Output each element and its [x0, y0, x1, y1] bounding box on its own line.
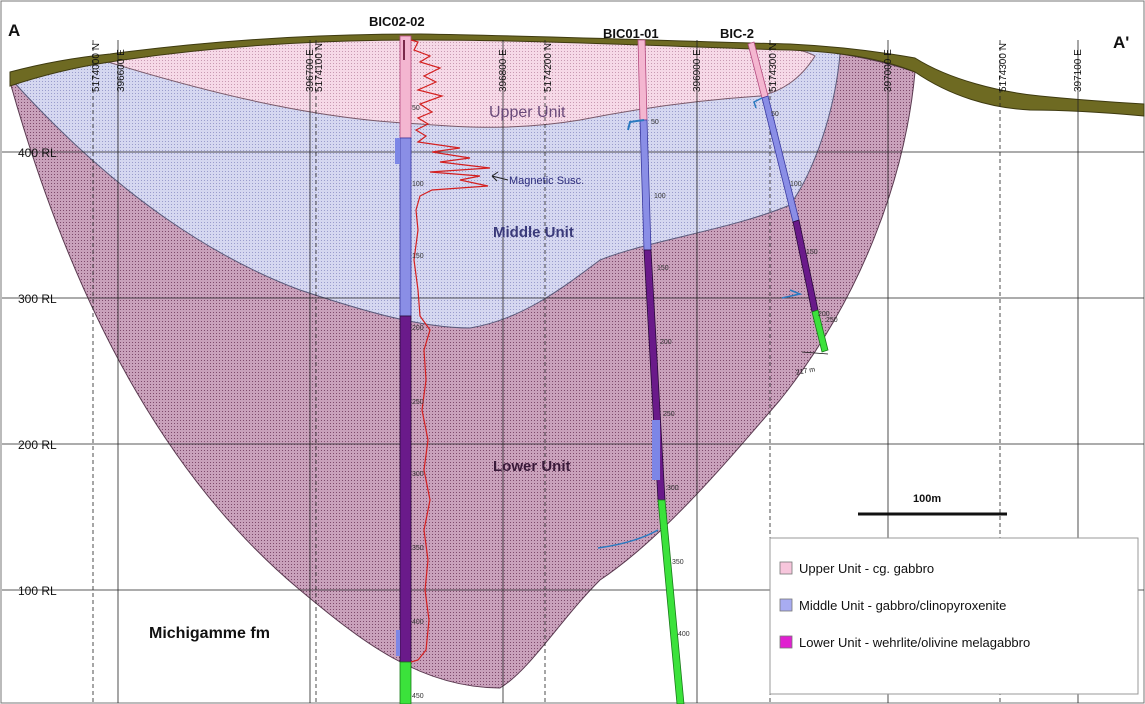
grid-label: 396600 E [116, 49, 127, 92]
legend-swatch-middle [779, 598, 793, 612]
hole-label-bic02-02: BIC02-02 [369, 14, 425, 29]
grid-label: 5174100 N [314, 43, 325, 92]
depth-tick: 350 [412, 545, 424, 552]
legend-item-lower: Lower Unit - wehrlite/olivine melagabbro [779, 635, 1030, 650]
rl-labels: 400 RL 300 RL 200 RL 100 RL [18, 146, 57, 598]
middle-unit-label: Middle Unit [493, 224, 574, 241]
legend: Upper Unit - cg. gabbro Middle Unit - ga… [769, 537, 1139, 695]
scale-bar-label: 100m [913, 493, 941, 505]
section-end-right: A' [1113, 33, 1129, 52]
legend-item-upper: Upper Unit - cg. gabbro [779, 561, 934, 576]
legend-label-upper: Upper Unit - cg. gabbro [799, 561, 934, 576]
depth-tick: 50 [771, 111, 779, 118]
grid-label: 397000 E [883, 49, 894, 92]
rl-label-100: 100 RL [18, 584, 57, 598]
hole-label-bic01-01: BIC01-01 [603, 26, 659, 41]
grid-label: 396900 E [692, 49, 703, 92]
depth-tick: 250 [412, 399, 424, 406]
depth-tick: 50 [412, 105, 420, 112]
grid-label: 5174000 N [91, 43, 102, 92]
depth-tick: 450 [412, 693, 424, 700]
depth-tick: 300 [412, 471, 424, 478]
rl-label-400: 400 RL [18, 146, 57, 160]
depth-tick: 100 [412, 181, 424, 188]
grid-label: 5174200 N [543, 43, 554, 92]
legend-swatch-upper [779, 561, 793, 575]
magnetic-susc-annotation: Magnetic Susc. [509, 175, 584, 187]
legend-swatch-lower [779, 635, 793, 649]
legend-label-middle: Middle Unit - gabbro/clinopyroxenite [799, 598, 1006, 613]
depth-tick: 50 [651, 119, 659, 126]
grid-label: 5174300 N [998, 43, 1009, 92]
legend-item-middle: Middle Unit - gabbro/clinopyroxenite [779, 598, 1006, 613]
grid-coordinate-labels: 5174000 N 396600 E 396700 E 5174100 N 39… [91, 43, 1084, 92]
depth-tick: 400 [678, 631, 690, 638]
upper-unit-label: Upper Unit [489, 104, 566, 121]
depth-tick: 250 [826, 317, 838, 324]
depth-tick: 100 [790, 181, 802, 188]
rl-label-300: 300 RL [18, 292, 57, 306]
depth-tick: 150 [412, 253, 424, 260]
grid-label: 397100 E [1073, 49, 1084, 92]
magnetic-susceptibility-trace [410, 39, 491, 663]
depth-tick: 200 [660, 339, 672, 346]
depth-tick: 100 [654, 193, 666, 200]
scale-bar: 100m [858, 493, 1007, 516]
grid-label: 396700 E [305, 49, 316, 92]
depth-tick: 350 [672, 559, 684, 566]
depth-tick: 200 [818, 311, 830, 318]
depth-tick: 150 [806, 249, 818, 256]
drillhole-bic-2 [747, 41, 829, 355]
lower-unit-label: Lower Unit [493, 458, 571, 475]
depth-ticks-bic02-02: 50 100 150 200 250 300 350 400 450 [412, 105, 424, 700]
grid-label: 396800 E [498, 49, 509, 92]
grid-label: 5174300 N [768, 43, 779, 92]
rl-label-200: 200 RL [18, 438, 57, 452]
grid-lines-northing [92, 40, 1001, 703]
hole-label-bic-2: BIC-2 [720, 26, 754, 41]
depth-tick: 250 [663, 411, 675, 418]
depth-tick: 150 [657, 265, 669, 272]
depth-ticks-bic-2: 50 100 150 200 250 [771, 111, 838, 324]
drillhole-bic02-02 [395, 35, 412, 704]
annotation-arrow [491, 171, 509, 182]
depth-tick: 300 [667, 485, 679, 492]
legend-label-lower: Lower Unit - wehrlite/olivine melagabbro [799, 635, 1030, 650]
depth-ticks-bic01-01: 50 100 150 200 250 300 350 400 [651, 119, 690, 638]
depth-tick: 200 [412, 325, 424, 332]
depth-tick: 400 [412, 619, 424, 626]
country-rock-label: Michigamme fm [149, 625, 270, 642]
drillhole-bic01-01 [597, 39, 685, 704]
section-end-left: A [8, 21, 20, 40]
end-of-hole-label: 217 m [795, 366, 816, 376]
